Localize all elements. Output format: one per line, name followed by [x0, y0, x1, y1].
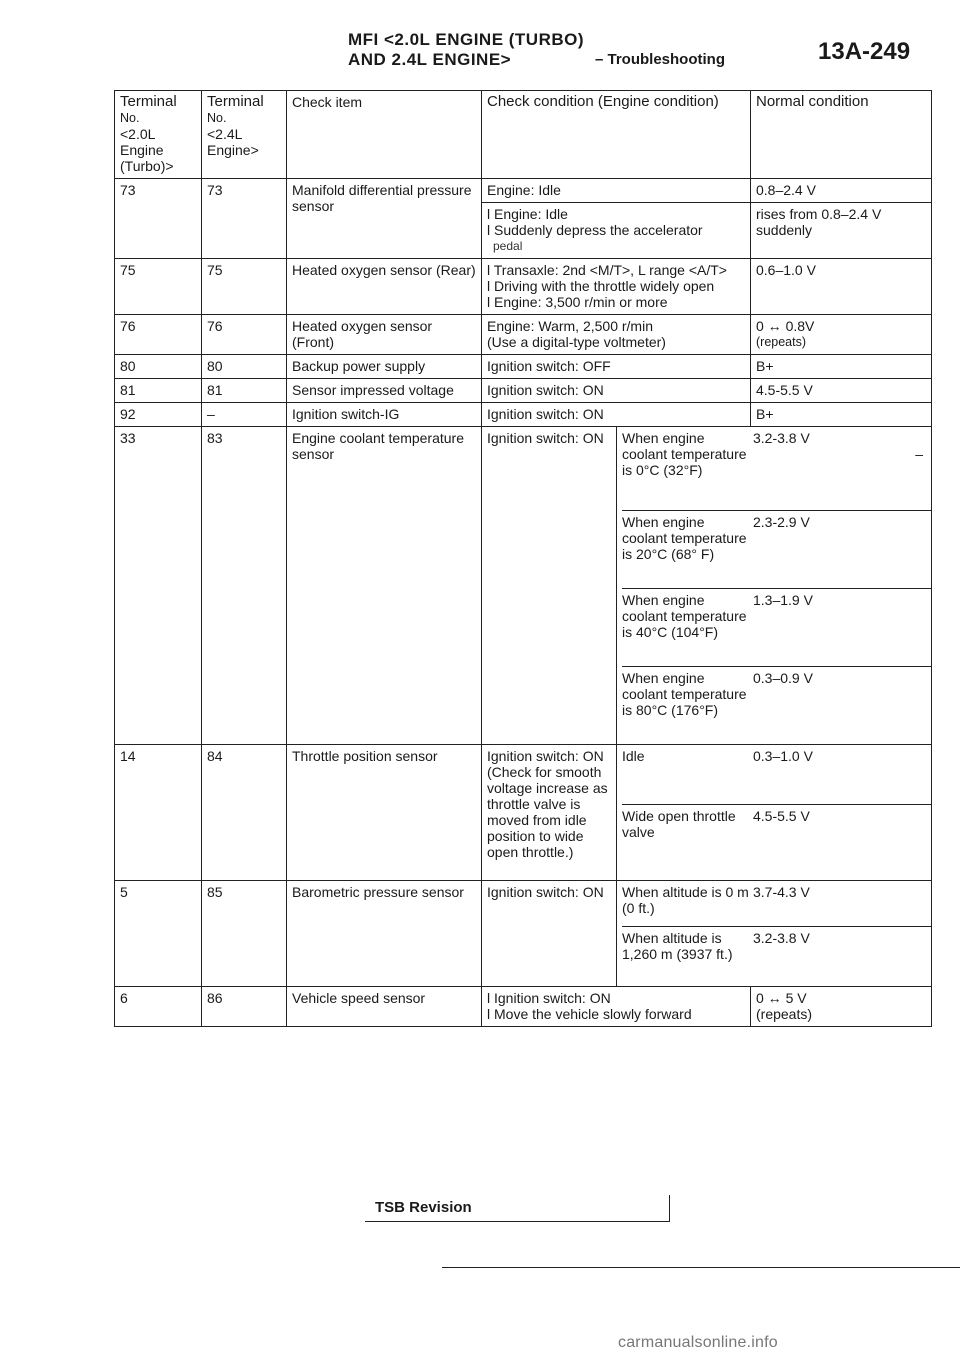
header-title-line1: MFI <2.0L ENGINE (TURBO)	[348, 30, 585, 49]
header-title-line2: AND 2.4L ENGINE>	[348, 50, 512, 69]
header-section: – Troubleshooting	[595, 51, 725, 68]
header-terminal-b: Terminal No. <2.4L Engine>	[201, 90, 287, 179]
barometric-sub-table: When altitude is 0 m (0 ft.) 3.7-4.3 V W…	[622, 884, 931, 986]
header-check-condition: Check condition (Engine condition)	[481, 90, 751, 179]
coolant-sub-table: When engine coolant temperature is 0°C (…	[622, 430, 931, 744]
table-row: 6 86 Vehicle speed sensor Ignition switc…	[114, 986, 932, 1027]
table-row: 33 83 Engine coolant temperature sensor …	[114, 426, 932, 745]
table-row: 14 84 Throttle position sensor Ignition …	[114, 744, 932, 881]
table-row: 75 75 Heated oxygen sensor (Rear) Transa…	[114, 258, 932, 315]
table-row: 80 80 Backup power supply Ignition switc…	[114, 354, 932, 379]
watermark: carmanualsonline.info	[618, 1334, 778, 1351]
table-row: 5 85 Barometric pressure sensor Ignition…	[114, 880, 932, 987]
table-row: 76 76 Heated oxygen sensor (Front) Engin…	[114, 314, 932, 355]
footer-divider	[442, 1267, 960, 1268]
table-row: 92 – Ignition switch-IG Ignition switch:…	[114, 402, 932, 427]
terminal-check-table: Terminal No. <2.0L Engine (Turbo)> Termi…	[114, 90, 932, 1027]
page-number: 13A-249	[818, 38, 911, 65]
table-row: Engine: Idle Suddenly depress the accele…	[115, 202, 932, 259]
throttle-sub-table: Idle 0.3–1.0 V Wide open throttle valve …	[622, 748, 931, 880]
tsb-revision-label: TSB Revision	[375, 1199, 472, 1216]
header-terminal-a: Terminal No. <2.0L Engine (Turbo)>	[114, 90, 202, 179]
header-check-item: Check item	[286, 90, 482, 179]
table-row: 73 73 Manifold differential pressure sen…	[114, 178, 932, 259]
tsb-revision-box: TSB Revision	[365, 1195, 670, 1222]
header-normal-condition: Normal condition	[750, 90, 932, 179]
table-header-row: Terminal No. <2.0L Engine (Turbo)> Termi…	[114, 90, 932, 179]
table-row: 81 81 Sensor impressed voltage Ignition …	[114, 378, 932, 403]
